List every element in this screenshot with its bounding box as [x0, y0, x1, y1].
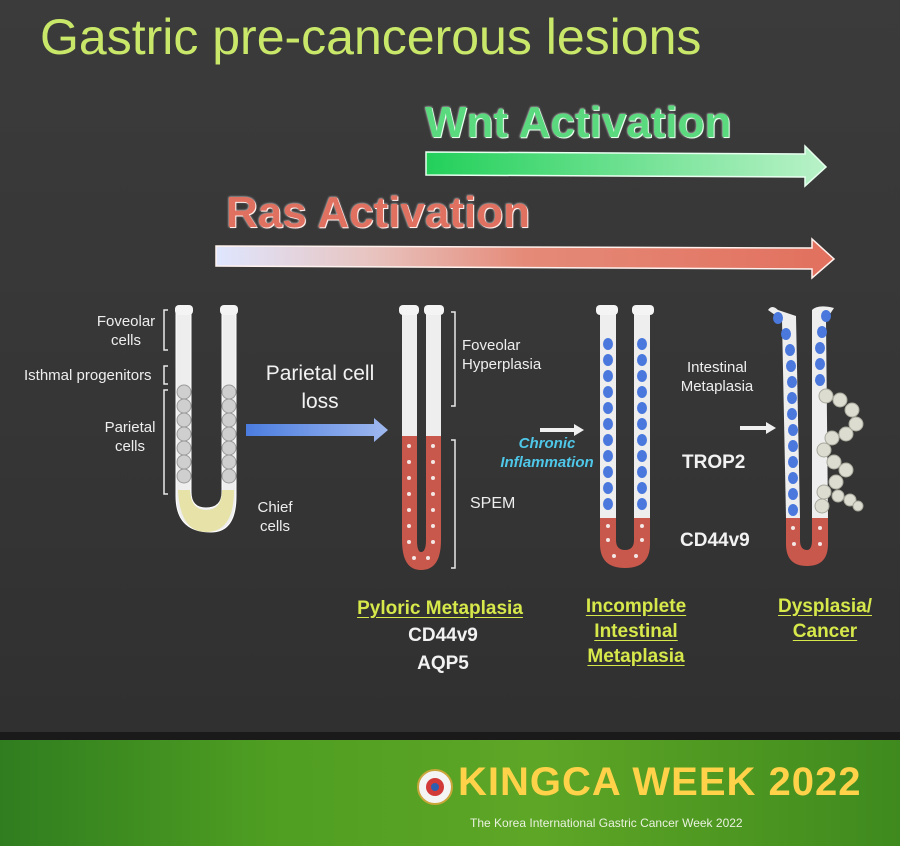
slide-title: Gastric pre-cancerous lesions [40, 9, 702, 65]
spem-label: SPEM [470, 495, 516, 512]
trop2-marker: TROP2 [682, 452, 746, 473]
im-progression-arrow [740, 422, 776, 434]
stage-incomplete-im: Incomplete Intestinal Metaplasia [585, 596, 687, 667]
gland-normal-illustration [163, 305, 238, 533]
parietal-cells-label: Parietal cells [104, 419, 156, 455]
event-title: KINGCA WEEK 2022 [458, 760, 862, 804]
diagram-canvas [163, 144, 864, 570]
gland-dysplasia-illustration [768, 306, 864, 566]
ras-activation-label: Ras Activation [226, 188, 531, 237]
event-subtitle: The Korea International Gastric Cancer W… [470, 816, 743, 830]
wnt-activation-label: Wnt Activation [425, 98, 732, 147]
parietal-cell-loss-label: Parietal cell loss [265, 362, 375, 413]
parietal-loss-arrow [246, 418, 388, 442]
gland-incomplete-im-illustration [596, 305, 654, 568]
pyloric-marker-cd44v9: CD44v9 [408, 625, 478, 646]
ras-activation-arrow [215, 237, 836, 280]
foveolar-cells-label: Foveolar cells [96, 313, 156, 349]
chronic-inflammation-label: Chronic Inflammation [500, 435, 594, 471]
cd44v9-marker: CD44v9 [680, 530, 750, 551]
chronic-inflammation-arrow [540, 424, 584, 436]
slide-background [0, 0, 900, 732]
chief-cells-label: Chief cells [257, 499, 293, 535]
pyloric-marker-aqp5: AQP5 [417, 653, 469, 674]
stage-dysplasia-cancer: Dysplasia/ Cancer [778, 596, 872, 642]
isthmal-progenitors-label: Isthmal progenitors [24, 367, 152, 384]
foveolar-hyperplasia-label: Foveolar Hyperplasia [462, 337, 542, 373]
screen-bottom-edge [0, 732, 900, 740]
intestinal-metaplasia-label: Intestinal Metaplasia [680, 359, 754, 395]
wnt-activation-arrow [425, 144, 828, 188]
stage-pyloric-metaplasia: Pyloric Metaplasia [357, 598, 523, 619]
gland-pyloric-illustration [399, 305, 456, 570]
kingca-logo-icon [417, 769, 453, 805]
